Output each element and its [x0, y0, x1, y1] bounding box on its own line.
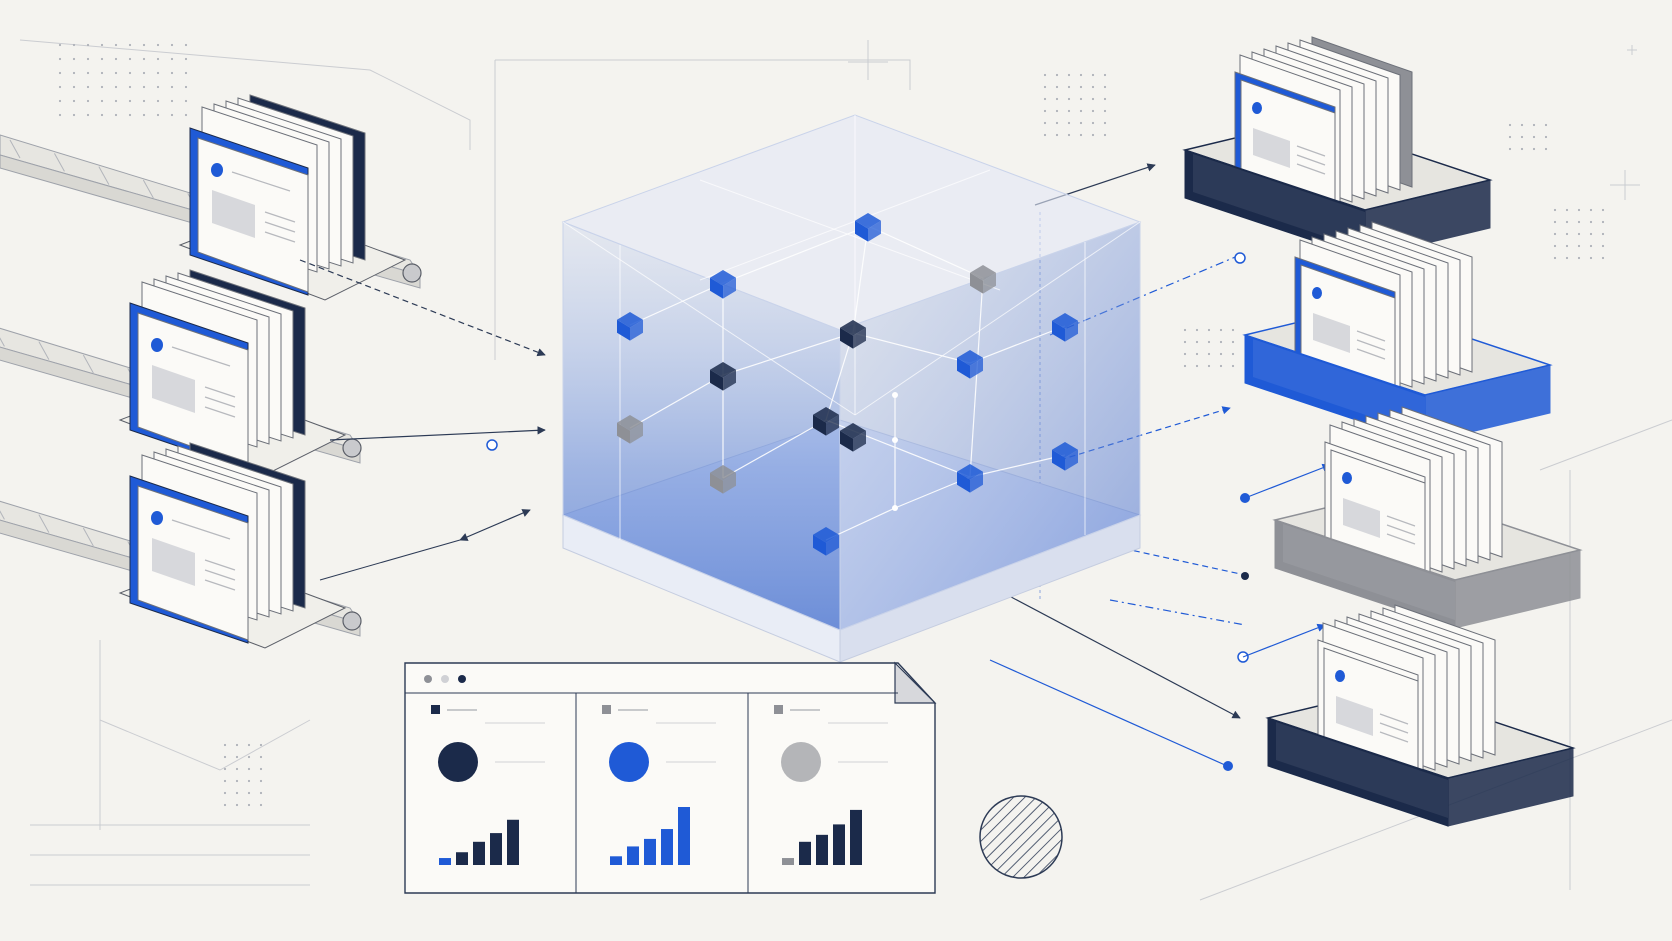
document-stack-icon	[129, 475, 249, 644]
conveyor-roller-icon	[342, 611, 362, 631]
output-tray-4	[1265, 604, 1576, 827]
data-node-icon	[1052, 442, 1078, 471]
document-stack-icon	[129, 302, 249, 471]
mini-bar	[456, 852, 468, 865]
input-document-stack-3	[0, 442, 362, 649]
mini-bar	[439, 858, 451, 865]
connector-node	[1241, 572, 1249, 580]
output-tray-2	[1242, 221, 1553, 444]
data-node-icon	[1052, 313, 1078, 342]
bar-chart-mini	[439, 819, 519, 865]
mini-bar	[799, 841, 811, 865]
mini-bar	[833, 824, 845, 865]
data-node-icon	[957, 350, 983, 379]
output-tray-3	[1272, 406, 1583, 629]
kpi-circle	[438, 742, 478, 782]
dashboard-panel-3	[774, 705, 888, 865]
mini-bar	[644, 838, 656, 865]
mini-bar	[490, 833, 502, 865]
connector-node	[1223, 761, 1233, 771]
connector-node	[1240, 493, 1250, 503]
mini-bar	[678, 807, 690, 865]
input-document-stack-2	[0, 269, 362, 476]
document-stack-icon	[189, 127, 309, 296]
mini-bar	[782, 858, 794, 865]
mini-bar	[627, 846, 639, 865]
processing-cube	[561, 114, 1142, 663]
dashboard-panel-2	[602, 705, 716, 865]
output-trays	[1182, 36, 1583, 827]
mini-bar	[473, 841, 485, 865]
cube-nodes	[617, 213, 1078, 556]
data-node-icon	[813, 407, 839, 436]
hatched-circle-icon	[979, 795, 1063, 879]
folded-corner	[894, 661, 937, 704]
dot-grid-decoration	[58, 43, 1605, 807]
data-node-icon	[617, 312, 643, 341]
window-controls-icon[interactable]	[424, 675, 466, 683]
data-node-icon	[710, 270, 736, 299]
bar-chart-mini	[610, 807, 690, 865]
connector-node	[1234, 252, 1246, 264]
conveyor-roller-icon	[402, 263, 422, 283]
dashboard-window	[404, 661, 937, 894]
bar-chart-mini	[782, 809, 862, 865]
input-sources	[0, 94, 422, 649]
data-node-icon	[710, 465, 736, 494]
input-arrow-1	[299, 259, 546, 357]
input-arrow-3	[459, 509, 531, 541]
conveyor-roller-icon	[342, 438, 362, 458]
output-line-2	[1049, 254, 1241, 336]
input-document-stack-1	[0, 94, 422, 301]
mini-bar	[850, 809, 862, 865]
mini-bar	[507, 819, 519, 865]
input-arrow-2	[329, 426, 546, 441]
mini-bar	[610, 856, 622, 865]
data-node-icon	[840, 320, 866, 349]
mini-bar	[661, 829, 673, 865]
kpi-circle	[781, 742, 821, 782]
mini-bar	[816, 834, 828, 865]
data-node-icon	[840, 423, 866, 452]
data-node-icon	[855, 213, 881, 242]
output-tray-1	[1182, 36, 1493, 259]
data-node-icon	[710, 362, 736, 391]
data-node-icon	[617, 415, 643, 444]
background-decoration	[19, 39, 1672, 901]
connector-node	[486, 439, 498, 451]
data-node-icon	[813, 527, 839, 556]
dashboard-panel-1	[431, 705, 545, 865]
kpi-circle	[609, 742, 649, 782]
data-node-icon	[970, 265, 996, 294]
data-node-icon	[957, 464, 983, 493]
